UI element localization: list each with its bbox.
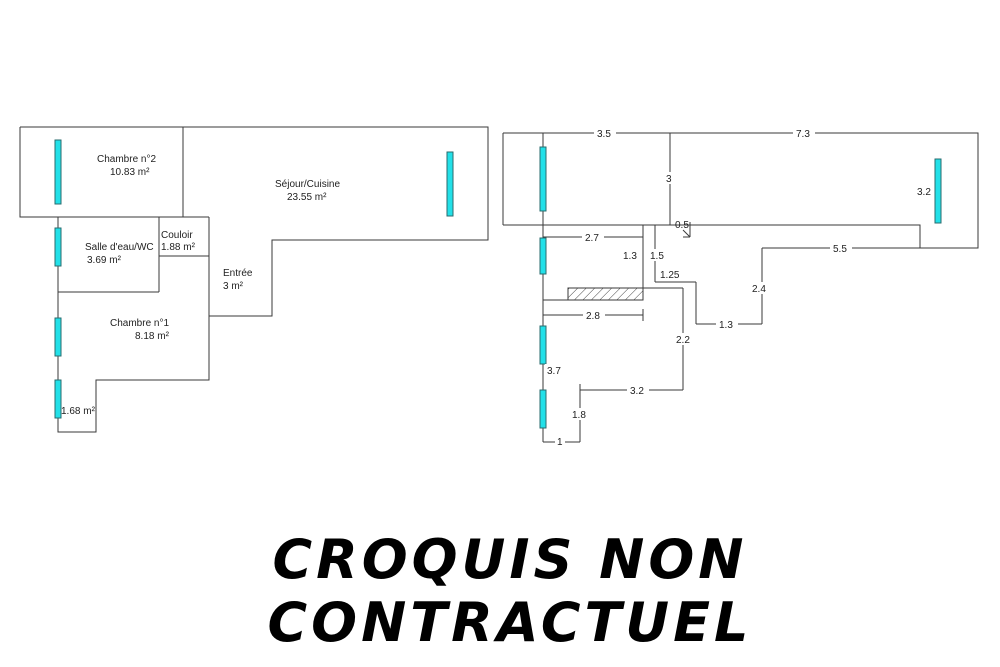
dimension-label: 2.2 <box>676 335 690 346</box>
hatched-element <box>567 287 644 301</box>
window <box>446 151 454 217</box>
window <box>539 325 547 365</box>
dimension-line <box>682 229 691 238</box>
room-name: Chambre n°1 <box>110 318 169 329</box>
room-area: 8.18 m² <box>135 331 170 342</box>
room-name: Chambre n°2 <box>97 154 156 165</box>
room-area: 3.69 m² <box>87 255 122 266</box>
window <box>539 389 547 429</box>
dimension-label: 2.8 <box>586 311 600 322</box>
room-area: 23.55 m² <box>287 192 327 203</box>
room-area: 10.83 m² <box>110 167 150 178</box>
dimension-label: 2.4 <box>752 284 766 295</box>
dimension-label: 1.3 <box>623 251 637 262</box>
room-name: Entrée <box>223 268 253 279</box>
window <box>54 227 62 267</box>
room-area: 3 m² <box>223 281 244 292</box>
room-area: 1.88 m² <box>161 242 196 253</box>
room-area: 1.68 m² <box>61 406 96 417</box>
room-name: Couloir <box>161 230 193 241</box>
dimension-plan: 3.5 7.3 3 3.2 0.5 2.7 1.3 1.5 1.25 5.5 2… <box>502 127 979 448</box>
dimension-label: 3.5 <box>597 129 611 140</box>
dimension-label: 1.3 <box>719 320 733 331</box>
dimension-label: 3.2 <box>917 187 931 198</box>
room-name: Salle d'eau/WC <box>85 242 154 253</box>
window <box>54 317 62 357</box>
window <box>934 158 942 224</box>
window <box>539 237 547 275</box>
dimension-labels: 3.5 7.3 3 3.2 0.5 2.7 1.3 1.5 1.25 5.5 2… <box>545 127 931 448</box>
window <box>54 379 62 419</box>
dimension-label: 0.5 <box>675 220 689 231</box>
room-name: Séjour/Cuisine <box>275 179 340 190</box>
dimension-label: 2.7 <box>585 233 599 244</box>
window <box>539 146 547 212</box>
dimension-label: 3.7 <box>547 366 561 377</box>
dimension-label: 7.3 <box>796 129 810 140</box>
dimension-label: 3 <box>666 174 672 185</box>
dimension-label: 3.2 <box>630 386 644 397</box>
dimension-label: 1 <box>557 437 563 448</box>
room-plan-outline <box>19 126 489 433</box>
room-plan: Chambre n°2 10.83 m² Séjour/Cuisine 23.5… <box>19 126 489 433</box>
window <box>54 139 62 205</box>
dimension-label: 1.5 <box>650 251 664 262</box>
dimension-plan-outline <box>503 132 979 249</box>
dimension-label: 5.5 <box>833 244 847 255</box>
dimension-label: 1.25 <box>660 270 680 281</box>
dimension-label: 1.8 <box>572 410 586 421</box>
disclaimer-banner: CROQUIS NON CONTRACTUEL <box>267 528 753 654</box>
